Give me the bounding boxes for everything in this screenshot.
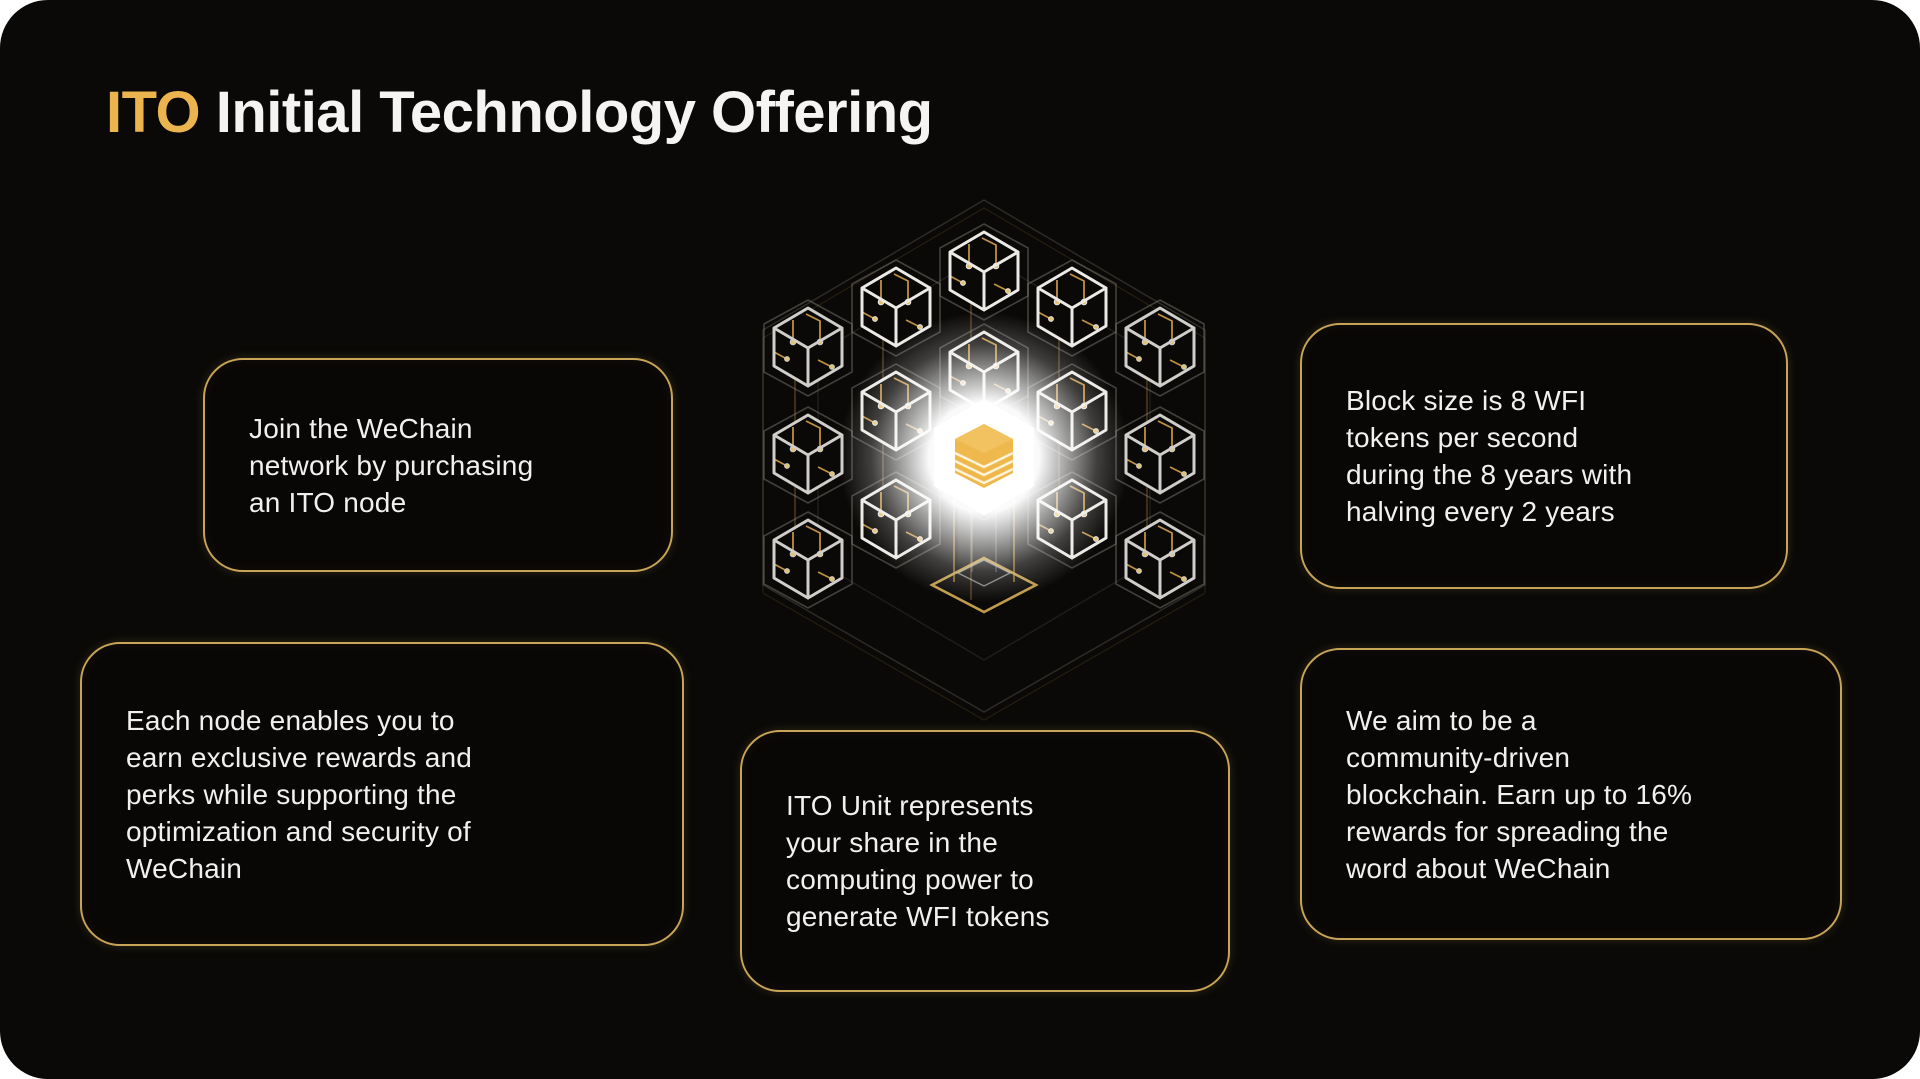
card-text: Block size is 8 WFI tokens per second du… bbox=[1346, 385, 1633, 527]
card-text: Join the WeChain network by purchasing a… bbox=[249, 412, 534, 518]
cube-network-illustration bbox=[762, 199, 1206, 721]
title-rest: Initial Technology Offering bbox=[200, 80, 933, 145]
info-card-join-network: Join the WeChain network by purchasing a… bbox=[203, 358, 673, 572]
page-title: ITO Initial Technology Offering bbox=[106, 84, 933, 142]
info-card-block-size: Block size is 8 WFI tokens per second du… bbox=[1300, 323, 1788, 589]
card-text: We aim to be a community-driven blockcha… bbox=[1346, 704, 1693, 884]
info-card-community-driven: We aim to be a community-driven blockcha… bbox=[1300, 648, 1842, 940]
title-highlight: ITO bbox=[106, 80, 201, 145]
info-card-ito-unit: ITO Unit represents your share in the co… bbox=[740, 730, 1230, 992]
card-text: Each node enables you to earn exclusive … bbox=[126, 704, 473, 884]
card-text: ITO Unit represents your share in the co… bbox=[786, 790, 1050, 932]
info-card-node-rewards: Each node enables you to earn exclusive … bbox=[80, 642, 684, 946]
stacked-layers-icon bbox=[954, 424, 1014, 488]
